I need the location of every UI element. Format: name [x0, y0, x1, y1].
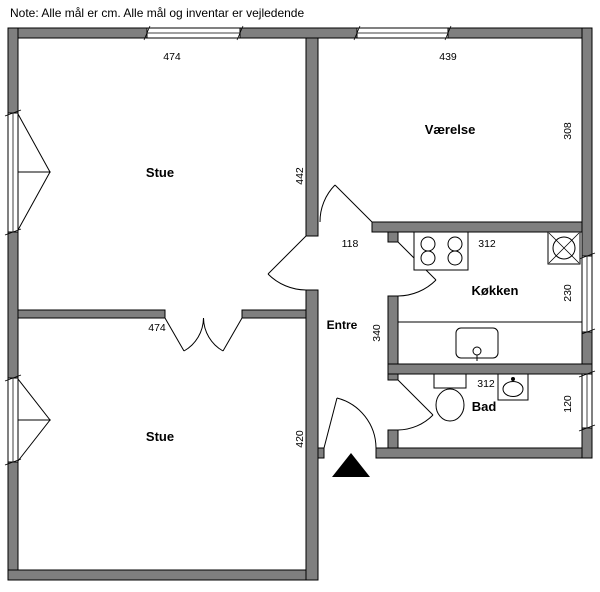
dim-stue-top-height: 442: [294, 167, 306, 185]
dimension-ticks: [4, 25, 596, 466]
wall-koekken-bad: [387, 363, 593, 375]
room-label-koekken: Køkken: [472, 283, 519, 298]
casement-sash-icon: [17, 171, 51, 231]
door-leaf-double-right: [222, 317, 243, 352]
door-leaf-vaerelse: [334, 184, 373, 223]
room-label-entre: Entre: [327, 318, 358, 332]
door-arc-stue: [267, 273, 307, 291]
washbasin-bowl-icon: [502, 381, 524, 397]
walls: [7, 27, 593, 581]
dimension-labels: 474 439 308 442 118 312 230 474 340 312 …: [148, 51, 574, 448]
wall-koekken-west-1: [387, 231, 399, 243]
toilet-bowl-icon: [435, 388, 465, 422]
wall-south-right: [375, 447, 593, 459]
door-arc-entrance: [336, 397, 377, 449]
casement-sash-icon: [17, 419, 52, 463]
toilet-tank-icon: [433, 373, 467, 389]
kitchen-sink-icon: [455, 327, 499, 359]
dim-stue-top-width: 474: [163, 51, 181, 63]
dim-bad-width: 312: [477, 378, 495, 390]
dimension-tick: [4, 228, 22, 236]
wall-divider-2: [305, 289, 319, 581]
note-text: Note: Alle mål er cm. Alle mål og invent…: [10, 6, 305, 20]
wall-top-1: [7, 27, 148, 39]
door-arc-vaerelse: [319, 184, 336, 223]
wall-south-right-stub: [317, 447, 325, 459]
wall-right-3: [581, 427, 593, 459]
wall-koekken-west-2: [387, 295, 399, 375]
burner-icon: [420, 250, 436, 266]
door-leaf-entrance: [323, 397, 338, 449]
dimension-tick: [236, 25, 244, 41]
wall-left-1: [7, 27, 19, 114]
dimension-tick: [578, 370, 596, 378]
dim-entre-height: 340: [371, 324, 383, 342]
wall-right-2: [581, 331, 593, 365]
dim-koekken-height: 230: [562, 284, 574, 302]
wall-vaerelse-south: [371, 221, 583, 233]
entrance-arrow-icon: [332, 453, 370, 477]
wall-stue-divider-2: [241, 309, 307, 319]
room-label-bad: Bad: [472, 399, 497, 414]
casement-sash-icon: [17, 113, 51, 173]
dim-hall-width: 118: [342, 238, 359, 250]
door-arc-double-right: [203, 317, 224, 352]
appliance-circle-icon: [552, 236, 576, 260]
door-arc-double-left: [183, 317, 204, 352]
dimension-tick: [444, 25, 452, 41]
dim-stue-bottom-width: 474: [148, 322, 166, 334]
dim-vaerelse-height: 308: [562, 122, 574, 140]
door-arc-bad: [397, 414, 434, 431]
dimension-tick: [4, 109, 22, 117]
room-label-stue-bottom: Stue: [146, 429, 174, 444]
door-leaf-bad: [397, 379, 434, 416]
room-label-stue-top: Stue: [146, 165, 174, 180]
room-labels: Stue Værelse Køkken Entre Bad Stue: [146, 122, 519, 444]
fixtures: [332, 231, 583, 477]
dim-bad-height: 120: [562, 395, 574, 413]
wall-stue-divider-1: [17, 309, 166, 319]
washbasin-tap-icon: [511, 377, 515, 381]
dimension-tick: [4, 374, 22, 382]
stove-icon: [413, 231, 469, 271]
doors: [164, 184, 437, 449]
burner-icon: [447, 250, 463, 266]
dimension-tick: [353, 25, 361, 41]
wall-top-3: [447, 27, 593, 39]
door-leaf-stue: [267, 235, 307, 275]
wall-bottom: [7, 569, 319, 581]
dimension-tick: [578, 252, 596, 260]
wall-bad-west-1: [387, 373, 399, 381]
door-leaf-double-left: [164, 317, 185, 352]
casement-sash-icon: [17, 377, 52, 421]
wall-divider-1: [305, 37, 319, 237]
wall-left-3: [7, 461, 19, 581]
dim-stue-bottom-height: 420: [294, 430, 306, 448]
dimension-tick: [143, 25, 151, 41]
dimension-tick: [578, 424, 596, 432]
wall-bad-west-2: [387, 429, 399, 449]
door-arc-koekken: [397, 279, 437, 297]
appliance-cross-icon: [548, 232, 580, 264]
room-label-vaerelse: Værelse: [425, 122, 476, 137]
dimension-tick: [4, 458, 22, 466]
wall-top-2: [239, 27, 358, 39]
wall-left-2: [7, 231, 19, 379]
dim-vaerelse-width: 439: [439, 51, 457, 63]
dim-koekken-width: 312: [478, 238, 496, 250]
wall-right-1: [581, 27, 593, 257]
